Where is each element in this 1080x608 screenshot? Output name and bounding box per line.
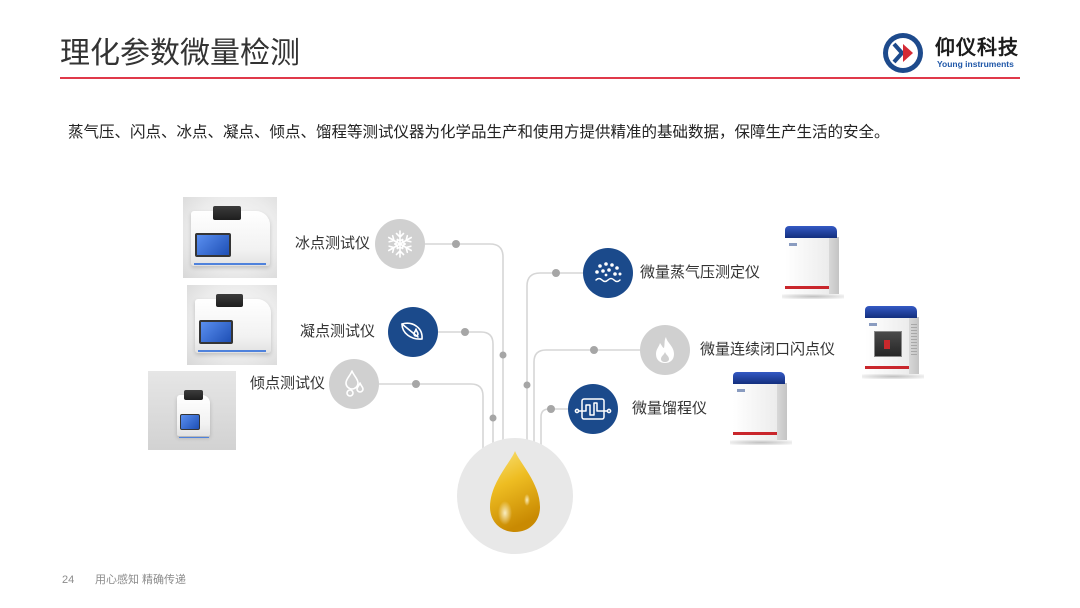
page-number: 24 bbox=[62, 574, 75, 586]
connector-line bbox=[533, 349, 640, 470]
connector-dot bbox=[547, 405, 555, 413]
oil-drop-icon bbox=[490, 451, 540, 532]
label-vapor-pressure-tester: 微量蒸气压测定仪 bbox=[640, 264, 761, 281]
snowflake-icon bbox=[387, 230, 413, 258]
product-photo-flash-point-tester bbox=[862, 302, 928, 380]
connector-dot bbox=[489, 414, 497, 422]
product-photo-vapor-pressure-tester bbox=[782, 222, 848, 300]
connector-line bbox=[526, 272, 583, 470]
connector-dot bbox=[499, 351, 507, 359]
icon-badge-pour-point bbox=[329, 359, 379, 409]
connector-dot bbox=[452, 240, 460, 248]
logo-name-en: Young instruments bbox=[937, 59, 1014, 69]
product-photo-distillation-tester bbox=[730, 368, 796, 446]
label-congealing-point-tester: 凝点测试仪 bbox=[299, 323, 375, 340]
product-photo-congealing-point-tester bbox=[187, 285, 277, 365]
connector-dot bbox=[552, 269, 560, 277]
young-instruments-logo-icon bbox=[883, 33, 923, 73]
product-photo-pour-point-tester bbox=[148, 371, 236, 450]
waveform-icon bbox=[574, 398, 612, 420]
product-photo-freezing-point-tester bbox=[183, 197, 277, 278]
footer-slogan: 用心感知 精确传递 bbox=[95, 574, 187, 586]
label-distillation-tester: 微量馏程仪 bbox=[632, 400, 708, 417]
connector-line bbox=[425, 243, 504, 470]
page-title: 理化参数微量检测 bbox=[60, 37, 300, 70]
connector-dot bbox=[523, 381, 531, 389]
slide-description: 蒸气压、闪点、冰点、凝点、倾点、馏程等测试仪器为化学品生产和使用方提供精准的基础… bbox=[68, 124, 890, 141]
leaf-icon bbox=[401, 322, 423, 340]
connector-dot bbox=[412, 380, 420, 388]
bubbles-icon bbox=[595, 262, 622, 283]
label-freezing-point-tester: 冰点测试仪 bbox=[294, 235, 370, 252]
label-flash-point-tester: 微量连续闭口闪点仪 bbox=[700, 341, 836, 358]
flame-icon bbox=[656, 337, 674, 363]
title-divider bbox=[60, 77, 1020, 79]
icon-badge-distillation bbox=[568, 384, 618, 434]
label-pour-point-tester: 倾点测试仪 bbox=[249, 375, 325, 392]
connector-line bbox=[379, 383, 484, 470]
icon-badge-vapor-pressure bbox=[583, 248, 633, 298]
drops-icon bbox=[345, 370, 364, 397]
connector-dot bbox=[590, 346, 598, 354]
logo-name-cn: 仰仪科技 bbox=[935, 37, 1019, 59]
connector-dot bbox=[461, 328, 469, 336]
connector-line bbox=[438, 331, 494, 470]
